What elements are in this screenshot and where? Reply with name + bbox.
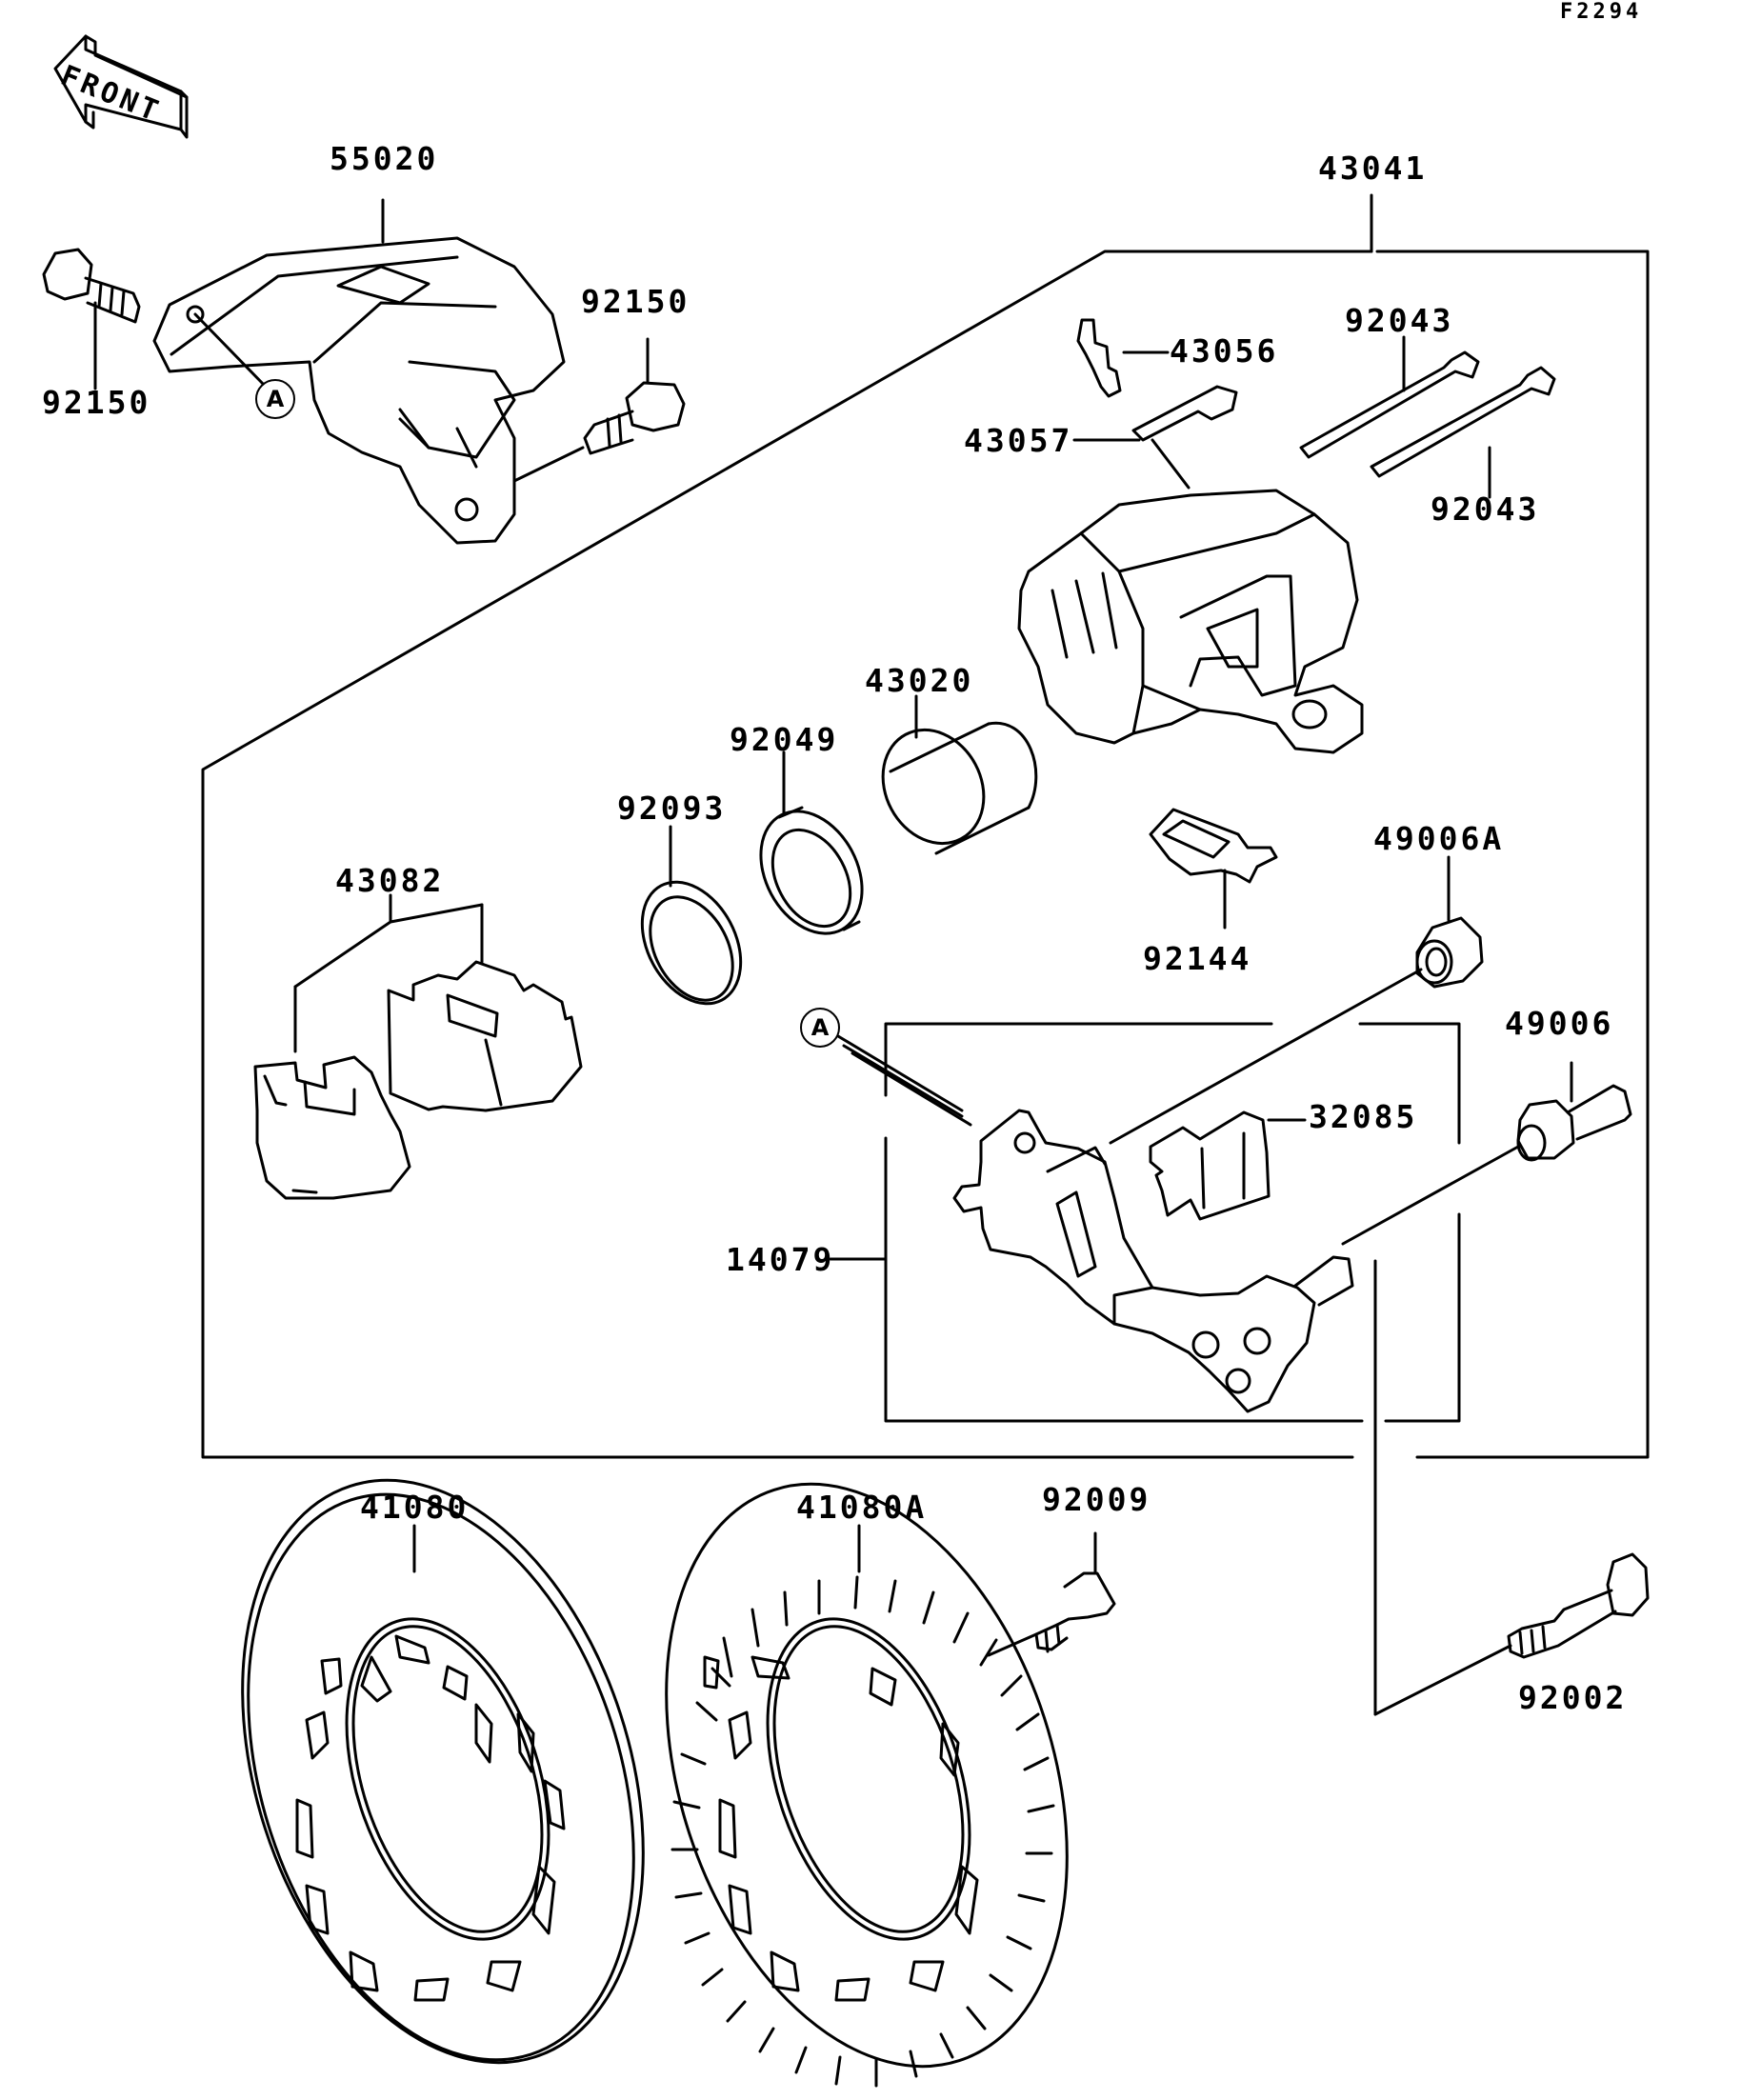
screw-92009 [987,1531,1116,1657]
pins-92043 [1299,335,1556,499]
brake-pads-43082 [253,893,583,1200]
caliper-body [1017,489,1364,754]
reference-mark-a-upper: A [255,379,295,419]
shim-43057 [1072,385,1238,490]
kit-43041-outline [201,250,1650,1459]
label-92043-bottom: 92043 [1431,490,1540,528]
label-92002: 92002 [1518,1679,1628,1716]
boot-49006 [1341,1061,1632,1246]
label-43056: 43056 [1170,332,1279,370]
reference-mark-a-lower: A [800,1008,840,1048]
label-43041: 43041 [1318,150,1428,187]
bracket-14079-outline [884,1022,1461,1423]
label-92049: 92049 [730,721,839,758]
leader-a-lower [836,1034,964,1112]
label-43020: 43020 [865,662,974,699]
label-41080A: 41080A [796,1489,928,1526]
label-49006: 49006 [1505,1005,1614,1042]
bolt-92150-right [512,337,686,483]
brake-disc-41080A [665,1482,1069,2088]
caliper-bracket-55020 [152,198,566,545]
label-92150-left: 92150 [42,384,151,421]
caliper-bracket-14079 [842,1044,1354,1413]
bolt-92150-left [42,248,267,390]
label-14079: 14079 [726,1241,835,1278]
label-55020: 55020 [330,140,439,177]
boot-49006A [1109,855,1484,1145]
label-92009: 92009 [1042,1481,1151,1518]
label-43082: 43082 [335,862,445,899]
diagram-code: F2294 [1560,0,1643,24]
clip-32085 [1149,1110,1307,1221]
label-43057: 43057 [964,422,1073,459]
label-92093: 92093 [617,790,727,827]
label-92043-top: 92043 [1345,302,1454,339]
seal-92049 [759,750,864,935]
label-92144: 92144 [1143,940,1252,977]
label-41080: 41080 [360,1489,470,1526]
brake-disc-41080 [241,1478,645,2065]
bolt-92002 [1507,1552,1650,1659]
label-49006A: 49006A [1373,820,1505,857]
leader-92002 [1373,1259,1512,1716]
spring-92144 [1149,808,1278,930]
front-arrow-icon [53,34,189,139]
label-32085: 32085 [1309,1098,1418,1135]
seal-92093 [640,825,743,1006]
bleeder-valve-43056 [1076,318,1170,398]
label-92150-right: 92150 [581,283,690,320]
piston-43020 [881,694,1038,855]
